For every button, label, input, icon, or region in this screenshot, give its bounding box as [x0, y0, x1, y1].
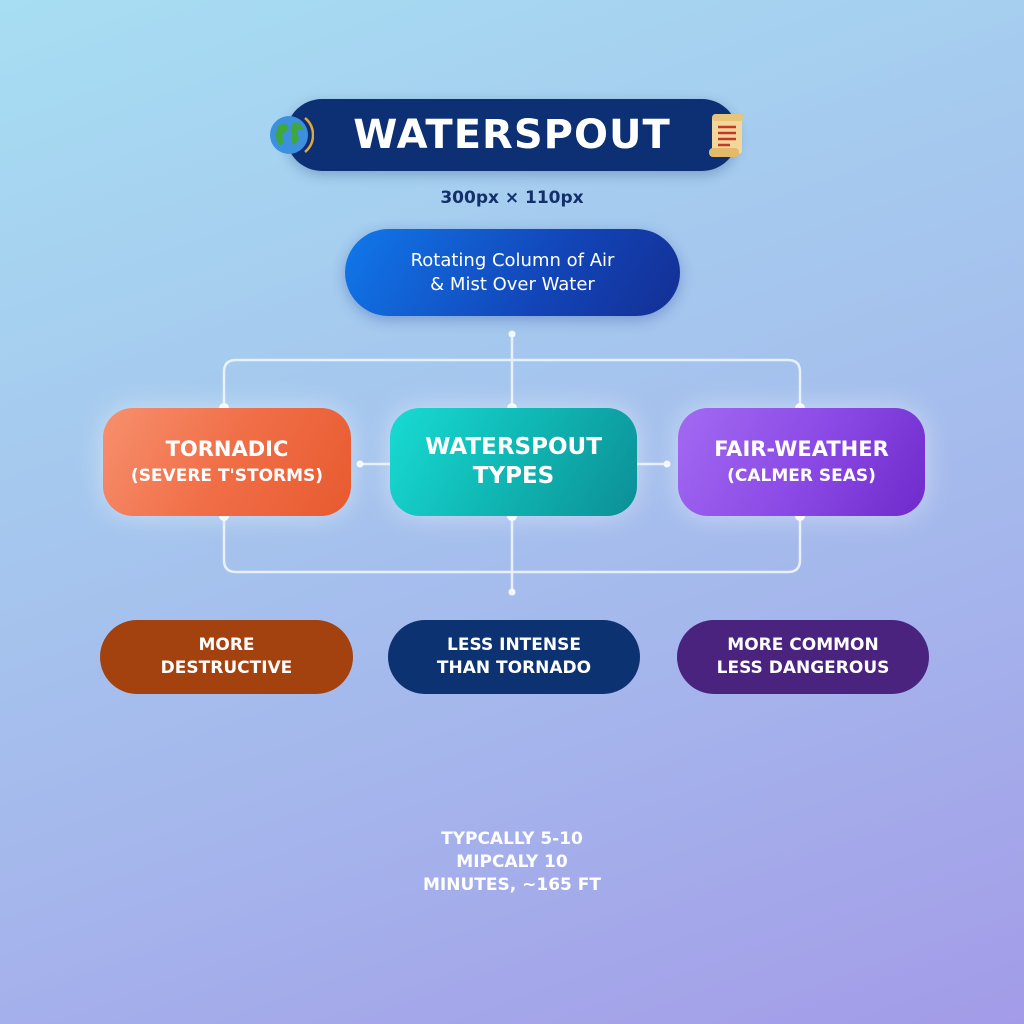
- trait-line-2: THAN TORNADO: [436, 658, 592, 678]
- node-title: FAIR-WEATHER: [714, 437, 889, 461]
- scroll-icon: [709, 114, 744, 157]
- trait-line-2: LESS DANGEROUS: [716, 658, 890, 678]
- dimensions-label: 300px × 110px: [440, 188, 584, 208]
- trait-more-destructive: MORE DESTRUCTIVE: [100, 620, 353, 694]
- definition-line-1: Rotating Column of Air: [410, 249, 615, 271]
- footnote: TYPCALLY 5-10 MIPCALY 10 MINUTES, ~165 F…: [0, 828, 1024, 897]
- trait-less-intense: LESS INTENSE THAN TORNADO: [388, 620, 640, 694]
- footnote-line-3: MINUTES, ~165 FT: [423, 875, 601, 895]
- node-subtitle: (SEVERE T'STORMS): [130, 466, 324, 486]
- trait-line-1: LESS INTENSE: [447, 635, 581, 655]
- trait-more-common: MORE COMMON LESS DANGEROUS: [677, 620, 929, 694]
- definition-line-2: & Mist Over Water: [430, 273, 595, 295]
- page-title: WATERSPOUT: [353, 112, 671, 158]
- definition-box: Rotating Column of Air & Mist Over Water: [345, 229, 680, 316]
- trait-line-2: DESTRUCTIVE: [160, 658, 293, 678]
- node-subtitle: (CALMER SEAS): [727, 466, 876, 486]
- node-waterspout-types: WATERSPOUT TYPES: [390, 408, 637, 516]
- footnote-line-2: MIPCALY 10: [456, 852, 568, 872]
- trait-line-1: MORE COMMON: [727, 635, 879, 655]
- node-title: WATERSPOUT: [425, 434, 602, 460]
- node-fair-weather: FAIR-WEATHER (CALMER SEAS): [678, 408, 925, 516]
- node-subtitle: TYPES: [472, 463, 555, 489]
- globe-icon: [270, 116, 314, 154]
- trait-line-1: MORE: [198, 635, 255, 655]
- node-title: TORNADIC: [165, 437, 289, 461]
- footnote-line-1: TYPCALLY 5-10: [441, 829, 583, 849]
- title-banner: WATERSPOUT: [286, 99, 738, 171]
- node-tornadic: TORNADIC (SEVERE T'STORMS): [103, 408, 351, 516]
